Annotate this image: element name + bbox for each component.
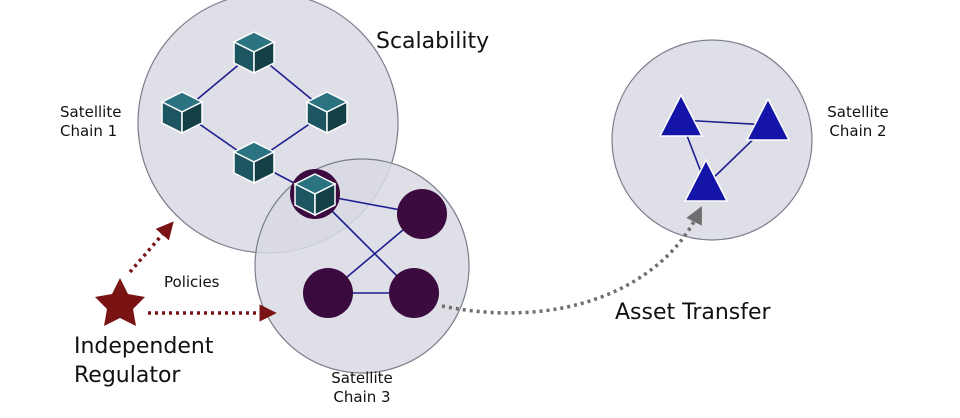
- satellite-chain-3-circle: [254, 158, 470, 374]
- satellite-chain-1-label: Satellite Chain 1: [60, 103, 122, 140]
- chain-3-node-top-right: [397, 189, 447, 239]
- chain-3-node-bottom-left: [303, 268, 353, 318]
- satellite-chain-2-label: Satellite Chain 2: [827, 103, 889, 140]
- asset-transfer-label: Asset Transfer: [615, 300, 771, 325]
- satellite-chain-2-circle: [611, 39, 813, 241]
- star-icon: [95, 278, 145, 326]
- triangle-node-icon: [683, 158, 729, 202]
- policies-label: Policies: [164, 273, 220, 291]
- policy-arrow-to-chain-1: [128, 221, 174, 274]
- scalability-label: Scalability: [376, 29, 490, 54]
- independent-regulator-label: Independent Regulator: [74, 334, 214, 388]
- triangle-node-icon: [745, 97, 791, 141]
- chain-3-node-bottom-right: [389, 268, 439, 318]
- triangle-node-icon: [658, 93, 704, 137]
- satellite-chain-3-label: Satellite Chain 3: [331, 369, 393, 406]
- asset-transfer-arrow: [441, 206, 702, 315]
